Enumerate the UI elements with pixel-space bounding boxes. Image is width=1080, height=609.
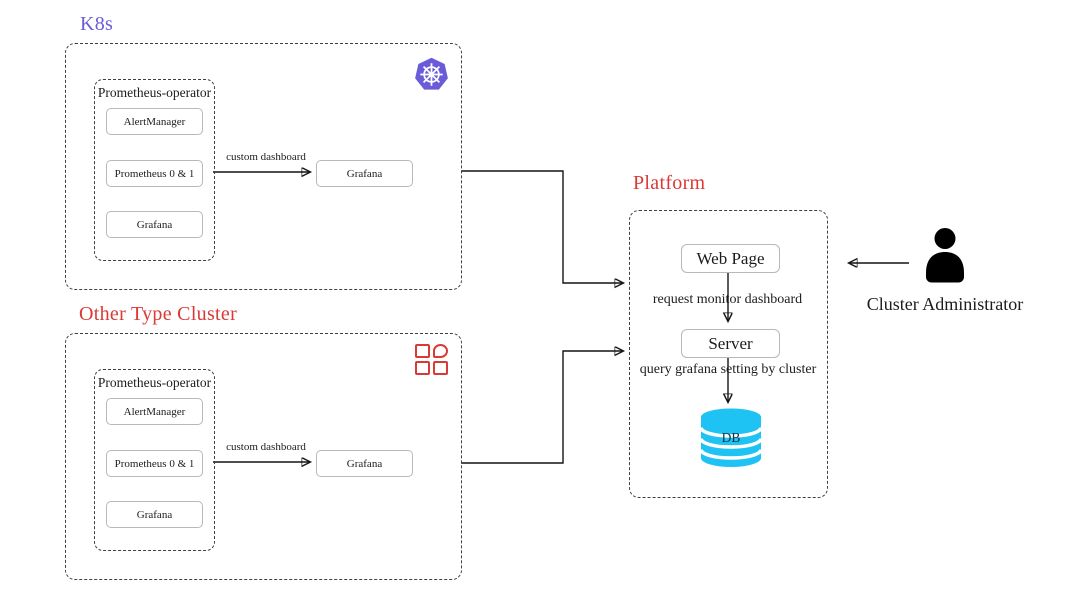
cluster-box-k8s: Prometheus-operator AlertManager Prometh… bbox=[65, 43, 462, 290]
cluster-title-other: Other Type Cluster bbox=[79, 303, 238, 325]
platform-title: Platform bbox=[633, 172, 706, 194]
admin-label: Cluster Administrator bbox=[866, 294, 1024, 314]
node-alertmanager: AlertManager bbox=[106, 398, 203, 425]
node-alertmanager: AlertManager bbox=[106, 108, 203, 135]
app-grid-square-1 bbox=[415, 344, 430, 358]
app-grid-square-2 bbox=[415, 361, 430, 375]
arrow-other-to-platform bbox=[461, 351, 622, 464]
node-grafana-dashboard-other: Grafana bbox=[316, 450, 413, 477]
prometheus-operator-group-k8s: Prometheus-operator AlertManager Prometh… bbox=[94, 79, 215, 261]
edge-label-custom-dashboard-other: custom dashboard bbox=[226, 441, 306, 453]
node-prometheus: Prometheus 0 & 1 bbox=[106, 450, 203, 477]
app-grid-blob bbox=[433, 344, 448, 358]
database-icon: DB bbox=[699, 408, 763, 467]
cluster-box-other: Prometheus-operator AlertManager Prometh… bbox=[65, 333, 462, 580]
node-server: Server bbox=[681, 329, 780, 358]
node-web-page: Web Page bbox=[681, 244, 780, 273]
prometheus-operator-title: Prometheus-operator bbox=[97, 375, 212, 390]
edge-label-custom-dashboard-k8s: custom dashboard bbox=[226, 151, 306, 163]
kubernetes-icon bbox=[415, 57, 448, 90]
node-prometheus: Prometheus 0 & 1 bbox=[106, 160, 203, 187]
flow-label-query-grafana: query grafana setting by cluster bbox=[639, 362, 817, 377]
node-grafana-internal: Grafana bbox=[106, 501, 203, 528]
db-label: DB bbox=[722, 430, 741, 445]
node-grafana-internal: Grafana bbox=[106, 211, 203, 238]
flow-label-request-monitor: request monitor dashboard bbox=[652, 292, 803, 307]
person-icon bbox=[926, 228, 964, 283]
platform-box: Web Page Server DB bbox=[629, 210, 828, 498]
prometheus-operator-group-other: Prometheus-operator AlertManager Prometh… bbox=[94, 369, 215, 551]
app-grid-square-3 bbox=[433, 361, 448, 375]
arrow-k8s-to-platform bbox=[461, 170, 622, 283]
node-grafana-dashboard-k8s: Grafana bbox=[316, 160, 413, 187]
app-grid-icon bbox=[415, 344, 448, 375]
prometheus-operator-title: Prometheus-operator bbox=[97, 85, 212, 100]
cluster-title-k8s: K8s bbox=[80, 13, 114, 35]
